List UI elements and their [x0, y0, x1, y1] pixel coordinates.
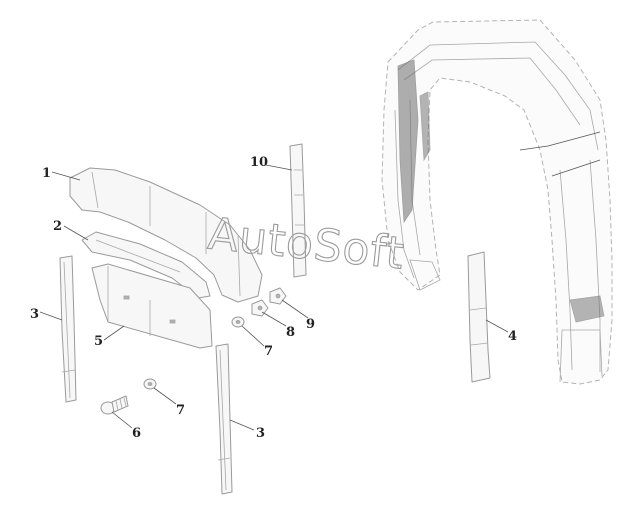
cab-frame: [381, 19, 613, 385]
callout-10: 10: [250, 155, 268, 170]
part-2-strip: [81, 231, 211, 299]
callout-3-left: 3: [30, 307, 39, 322]
callout-2: 2: [53, 219, 62, 234]
callout-5: 5: [94, 334, 103, 349]
callout-3-right: 3: [256, 426, 265, 441]
part-3-right-strip: [215, 343, 233, 495]
callout-8: 8: [286, 325, 295, 340]
callout-1: 1: [42, 166, 51, 181]
leader-lines: [39, 164, 509, 431]
callout-4: 4: [508, 329, 517, 344]
part-8-nut: [251, 299, 269, 317]
callout-9: 9: [306, 317, 315, 332]
part-4-panel: [467, 251, 491, 383]
callouts: 1 2 3 3 4 5 6 7 7 8 9 10: [30, 155, 517, 441]
part-9-clip: [269, 287, 287, 305]
callout-7-upper: 7: [264, 344, 273, 359]
part-6-bolt: [100, 395, 129, 415]
part-10-strip: [289, 143, 307, 278]
callout-6: 6: [132, 426, 141, 441]
part-3-left-strip: [59, 255, 77, 403]
part-7-washer-upper: [231, 316, 245, 328]
part-1-molding: [69, 167, 263, 303]
part-5-panel: [91, 263, 213, 349]
part-7-washer-lower: [143, 378, 157, 390]
callout-7-lower: 7: [176, 403, 185, 418]
